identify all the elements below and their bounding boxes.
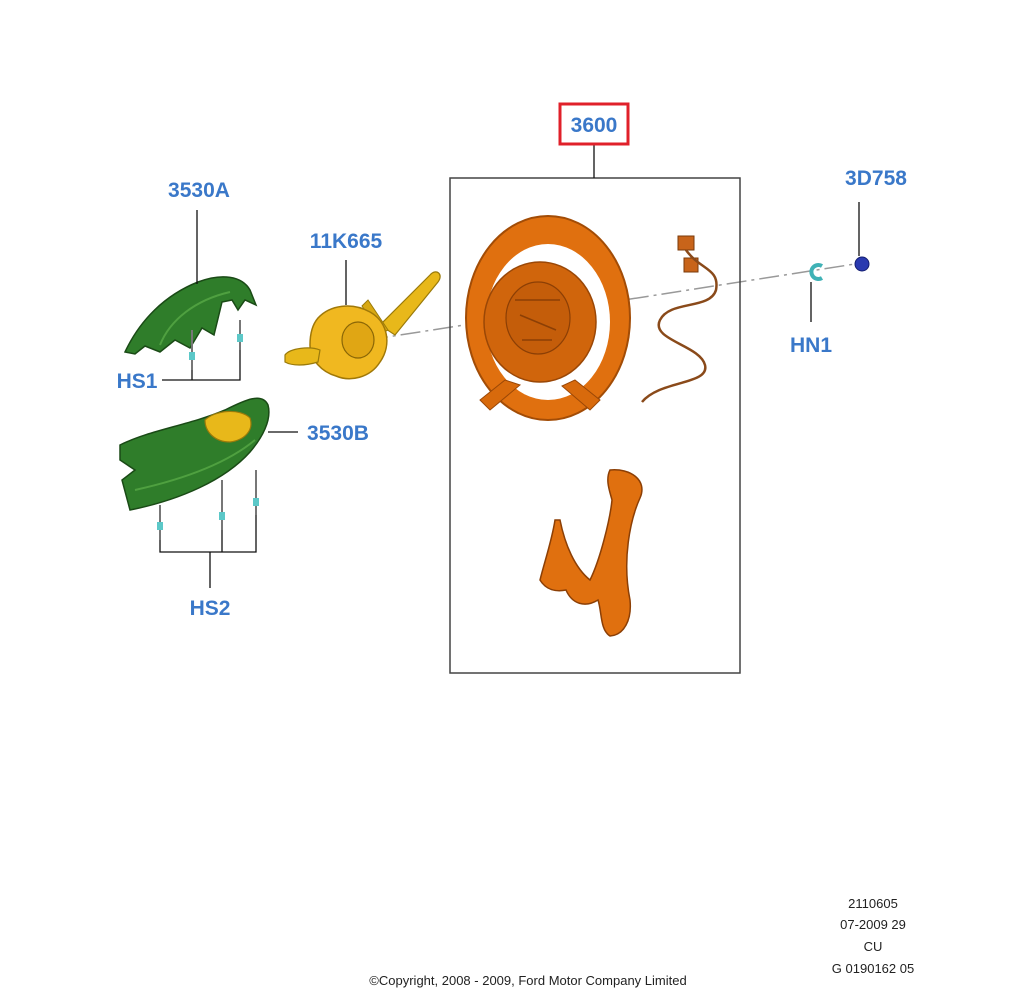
steering-wheel bbox=[465, 215, 631, 421]
lower-steering-column-shroud bbox=[119, 397, 270, 511]
reference-line-2: 07-2009 29 bbox=[840, 917, 906, 932]
reference-line-3: CU bbox=[864, 939, 883, 954]
nut-icon bbox=[854, 256, 870, 272]
hs2-screws bbox=[157, 470, 259, 540]
reference-line-1: 2110605 bbox=[848, 896, 898, 911]
airbag-wiring-harness bbox=[641, 235, 718, 403]
clockspring-switch-assembly bbox=[284, 271, 441, 380]
upper-steering-column-shroud bbox=[123, 276, 258, 355]
callout-hs2: HS2 bbox=[190, 597, 231, 620]
hs1-screws bbox=[189, 320, 243, 370]
clip-icon bbox=[809, 263, 824, 281]
callout-3d758: 3D758 bbox=[845, 167, 907, 190]
steering-wheel-lower-trim bbox=[539, 469, 643, 637]
callout-3600-highlight-box bbox=[558, 102, 630, 146]
callout-hs1: HS1 bbox=[117, 370, 158, 393]
reference-line-4: G 0190162 05 bbox=[832, 961, 914, 976]
callout-hn1: HN1 bbox=[790, 334, 832, 357]
leader-hs1 bbox=[162, 350, 241, 381]
callout-11k665: 11K665 bbox=[310, 230, 383, 253]
callout-3530a: 3530A bbox=[168, 179, 230, 202]
callout-3530b: 3530B bbox=[307, 422, 369, 445]
callout-3600: 3600 bbox=[571, 114, 618, 137]
copyright-text: ©Copyright, 2008 - 2009, Ford Motor Comp… bbox=[369, 973, 686, 988]
steering-wheel-group-box bbox=[449, 177, 741, 674]
leader-hs2 bbox=[159, 515, 257, 588]
